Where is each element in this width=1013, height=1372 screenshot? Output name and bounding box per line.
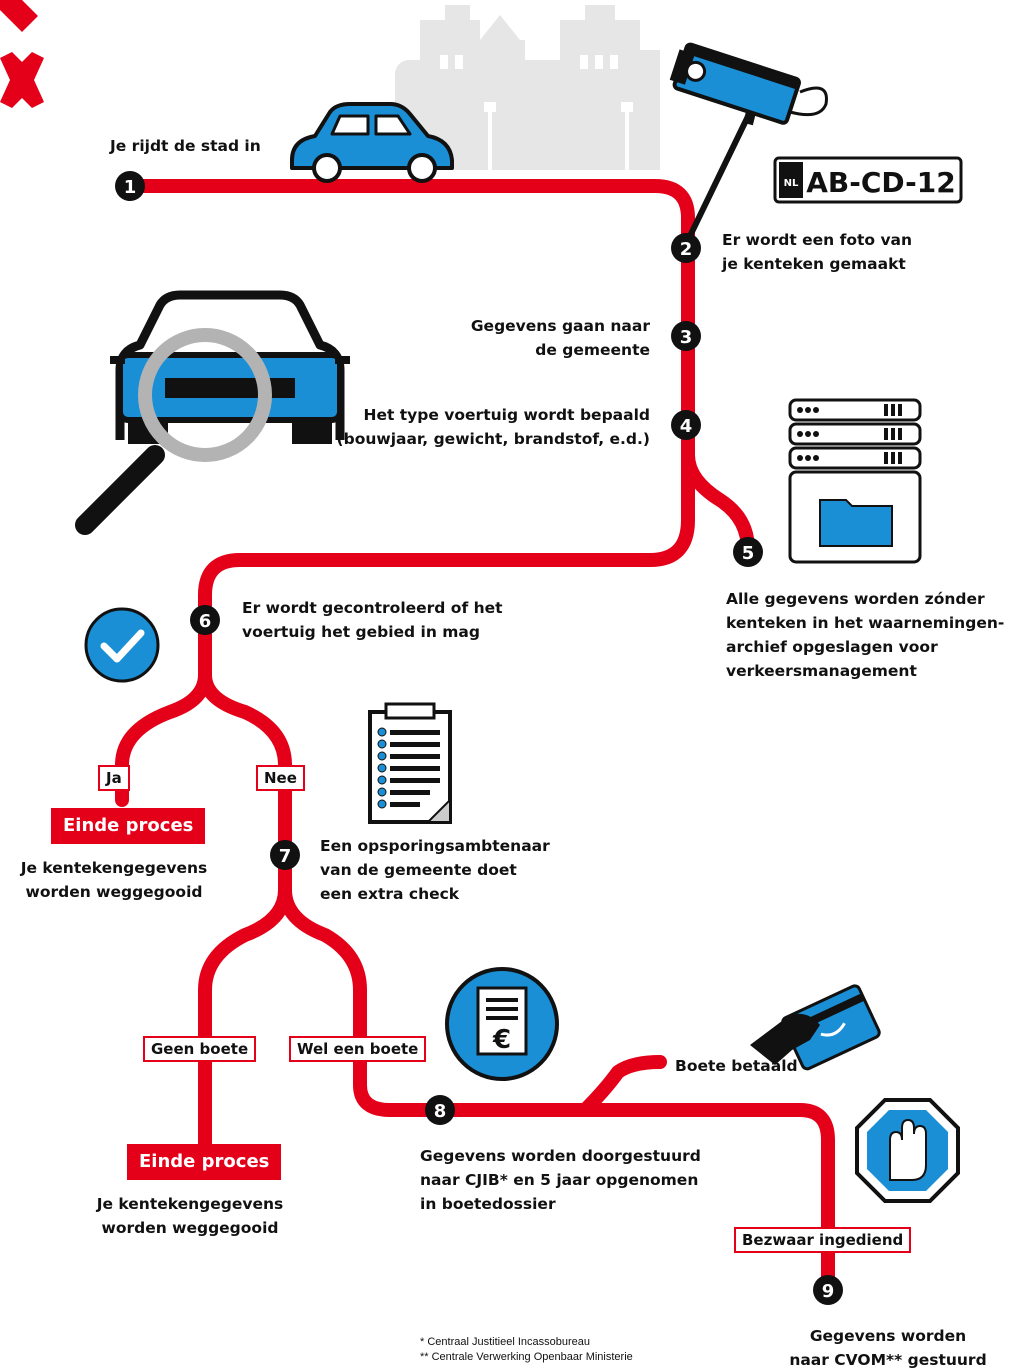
- step-1-text: Je rijdt de stad in: [110, 137, 261, 155]
- city-skyline: [395, 5, 660, 170]
- payment-card-icon: [750, 984, 881, 1071]
- step-marker-6: 6: [190, 605, 220, 635]
- step-marker-9: 9: [813, 1275, 843, 1305]
- step-markers: 1 2 3 4 5 6 7 8 9: [115, 171, 843, 1305]
- svg-text:5: 5: [742, 543, 755, 564]
- svg-text:6: 6: [199, 611, 212, 632]
- step-7-text: Een opsporingsambtenaar van de gemeente …: [320, 837, 550, 903]
- end-process-box-2: Einde proces: [127, 1144, 282, 1180]
- svg-text:AB-CD-12: AB-CD-12: [806, 166, 956, 199]
- step-marker-4: 4: [671, 410, 701, 440]
- checkmark-icon: [84, 607, 160, 683]
- step-marker-8: 8: [425, 1095, 455, 1125]
- svg-text:3: 3: [680, 327, 693, 348]
- svg-text:4: 4: [680, 416, 693, 437]
- bezwaar-label: Bezwaar ingediend: [734, 1227, 912, 1253]
- server-archive-icon: [788, 398, 922, 564]
- svg-text:9: 9: [822, 1281, 835, 1302]
- step-4-text: Het type voertuig wordt bepaald (bouwjaa…: [336, 406, 650, 448]
- footnote-cjib: * Centraal Justitieel Incassobureau: [420, 1336, 590, 1348]
- svg-text:8: 8: [434, 1101, 447, 1122]
- step-marker-7: 7: [270, 840, 300, 870]
- surveillance-camera-icon: [669, 42, 828, 239]
- step-marker-3: 3: [671, 321, 701, 351]
- euro-invoice-icon: €: [445, 967, 559, 1081]
- step-5-text: Alle gegevens worden zónder kenteken in …: [726, 590, 1005, 680]
- step-3-text: Gegevens gaan naar de gemeente: [470, 317, 650, 359]
- license-plate: NL AB-CD-12: [773, 156, 963, 204]
- boete-betaald-label: Boete betaald: [675, 1057, 798, 1075]
- svg-text:€: €: [492, 1025, 511, 1055]
- stop-hand-sign-icon: [855, 1098, 960, 1203]
- end-process-text-2: Je kentekengegevens worden weggegooid: [96, 1195, 284, 1237]
- footnote-cvom: ** Centrale Verwerking Openbaar Minister…: [420, 1351, 633, 1363]
- end-process-text-1: Je kentekengegevens worden weggegooid: [20, 859, 208, 901]
- svg-text:1: 1: [124, 177, 137, 198]
- step-marker-2: 2: [671, 233, 701, 263]
- branch-geen-boete-label: Geen boete: [143, 1036, 257, 1062]
- branch-ja-label: Ja: [98, 765, 130, 791]
- step-8-text: Gegevens worden doorgestuurd naar CJIB* …: [420, 1147, 701, 1213]
- clipboard-icon: [368, 702, 452, 824]
- step-6-text: Er wordt gecontroleerd of het voertuig h…: [242, 599, 503, 641]
- branch-wel-boete-label: Wel een boete: [289, 1036, 427, 1062]
- end-process-box-1: Einde proces: [51, 808, 206, 844]
- step-2-text: Er wordt een foto van je kenteken gemaak…: [722, 231, 913, 273]
- step-marker-1: 1: [115, 171, 145, 201]
- step-9-text: Gegevens worden naar CVOM** gestuurd: [789, 1327, 987, 1369]
- step-marker-5: 5: [733, 537, 763, 567]
- svg-text:2: 2: [680, 239, 693, 260]
- car-magnifier-icon: [75, 290, 350, 535]
- car-icon: [290, 102, 454, 183]
- route-path: [115, 179, 835, 1297]
- svg-text:NL: NL: [784, 178, 799, 189]
- svg-text:7: 7: [279, 846, 292, 867]
- branch-nee-label: Nee: [256, 765, 305, 791]
- amsterdam-logo: [0, 0, 44, 108]
